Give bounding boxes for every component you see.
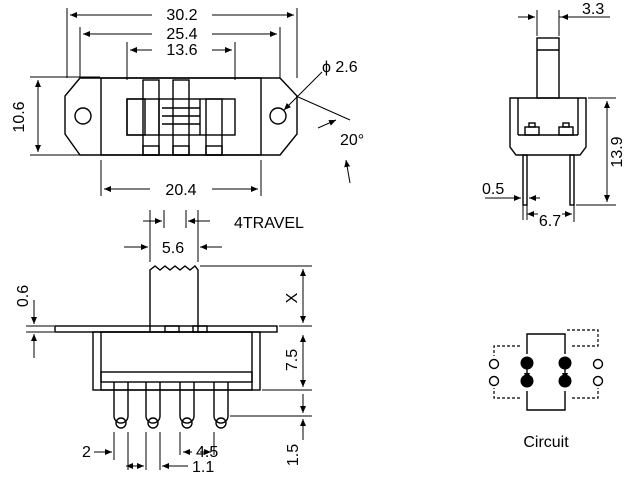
dim-body: 20.4: [165, 182, 196, 199]
circuit-label: Circuit: [523, 434, 569, 451]
dim-end-height: 13.9: [609, 136, 625, 167]
mounting-plate: [64, 77, 298, 156]
dim-x: X: [284, 292, 301, 303]
contact-open-left-top: [488, 358, 500, 370]
mounting-hole-right: [269, 107, 287, 125]
actuator-side: [149, 265, 199, 332]
top-view-extension-lines: [30, 8, 298, 196]
slider-mechanism: [126, 79, 236, 156]
dim-body-side: 7.5: [284, 349, 301, 371]
dim-height: 10.6: [11, 101, 28, 132]
contact-closed-left-top: [520, 356, 534, 370]
dim-hole-dia: ϕ 2.6: [322, 59, 358, 76]
pin-right: [569, 154, 575, 206]
contact-open-right-top: [592, 358, 604, 370]
dim-lead-width: 1.1: [192, 459, 214, 476]
actuator-end: [536, 37, 560, 99]
contact-open-right-bottom: [592, 375, 604, 387]
contact-closed-right-top: [558, 356, 572, 370]
dim-pitch: 4.5: [196, 444, 218, 461]
pin-left: [522, 154, 528, 206]
side-view: 4TRAVEL 5.6 0.6 X 7.5 1.5 2: [15, 210, 312, 476]
dim-angle: 20°: [340, 132, 364, 149]
dim-spacing: 6.7: [539, 213, 561, 230]
dim-actuator-end: 3.3: [582, 1, 604, 18]
top-view: 30.2 25.4 13.6 10.6 20.4: [11, 5, 364, 199]
side-plate: [54, 325, 278, 333]
contact-closed-left-bottom: [520, 374, 534, 388]
dim-lead: 1.5: [285, 444, 302, 466]
circuit-diagram: Circuit: [488, 329, 604, 451]
dim-plate: 0.6: [15, 285, 32, 307]
dim-slot: 13.6: [166, 42, 197, 59]
contact-open-left-bottom: [488, 375, 500, 387]
contact-closed-right-bottom: [558, 374, 572, 388]
terminals: [113, 382, 229, 429]
dim-edge: 2: [82, 444, 91, 461]
end-view: 3.3 13.9 0.5 6.7: [482, 1, 625, 230]
dim-actuator-side: 5.6: [162, 240, 184, 257]
dim-pin: 0.5: [482, 181, 504, 198]
leader-hole-dia: [283, 71, 323, 111]
end-body: [509, 97, 587, 156]
side-body: [92, 331, 261, 391]
dim-holes: 25.4: [166, 26, 197, 43]
mounting-hole-left: [74, 107, 92, 125]
dim-overall: 30.2: [166, 7, 197, 24]
dim-travel: 4TRAVEL: [234, 215, 304, 232]
